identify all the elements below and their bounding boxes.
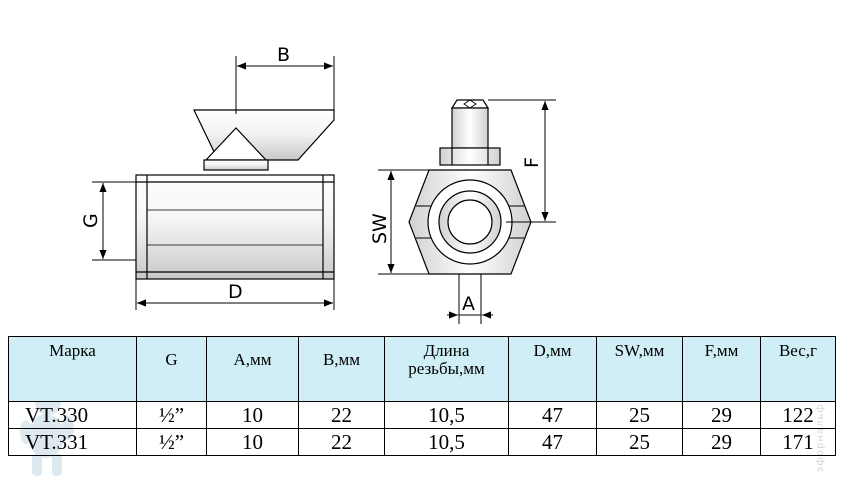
cell-thread-length: 10,5 [384,428,509,456]
cell-d: 47 [508,401,597,429]
table-row: VT.330 ½” 10 22 10,5 47 25 29 122 [8,401,836,429]
cell-marka: VT.331 [8,428,137,456]
cell-thread-length: 10,5 [384,401,509,429]
stem [451,107,489,149]
header-g: G [136,336,207,402]
header-f: F,мм [682,336,761,402]
cell-a: 10 [206,428,299,456]
cell-sw: 25 [596,428,683,456]
dimension-f-label: F [521,157,543,168]
valve-side-view [135,109,335,280]
spec-table: Марка G А,мм В,мм Длина резьбы,мм D,мм S… [8,336,836,456]
spec-table-header-row: Марка G А,мм В,мм Длина резьбы,мм D,мм S… [8,336,836,402]
cell-sw: 25 [596,401,683,429]
valve-body [135,174,335,280]
cell-weight: 122 [760,401,836,429]
header-b: В,мм [298,336,385,402]
dimension-d-label: D [228,281,243,303]
dimension-sw-label: SW [369,213,391,244]
stem-top [450,99,490,109]
dimension-a-label: A [462,293,475,315]
header-weight: Вес,г [760,336,836,402]
port-bore [447,199,493,245]
cell-g: ½” [136,401,207,429]
header-marka: Марка [8,336,137,402]
handle-nut [203,159,269,171]
cell-f: 29 [682,401,761,429]
dimension-sw [378,169,429,275]
dimension-g [92,181,136,261]
cell-weight: 171 [760,428,836,456]
header-d: D,мм [508,336,597,402]
cell-marka: VT.330 [8,401,137,429]
dimension-d [135,279,335,310]
cell-d: 47 [508,428,597,456]
dimension-f [488,99,556,223]
cell-b: 22 [298,428,385,456]
cell-f: 29 [682,428,761,456]
front-handle-nut [439,147,501,166]
dimension-b-label: B [277,44,290,66]
dimension-b [235,56,335,114]
header-thread-length: Длина резьбы,мм [384,336,509,402]
cell-a: 10 [206,401,299,429]
header-a: А,мм [206,336,299,402]
valve-technical-drawing: B G D F [80,44,556,324]
valve-front-view [408,99,532,275]
dimension-a [447,274,493,324]
dimension-g-label: G [80,213,102,228]
cell-b: 22 [298,401,385,429]
table-row: VT.331 ½” 10 22 10,5 47 25 29 171 [8,428,836,456]
header-sw: SW,мм [596,336,683,402]
cell-g: ½” [136,428,207,456]
